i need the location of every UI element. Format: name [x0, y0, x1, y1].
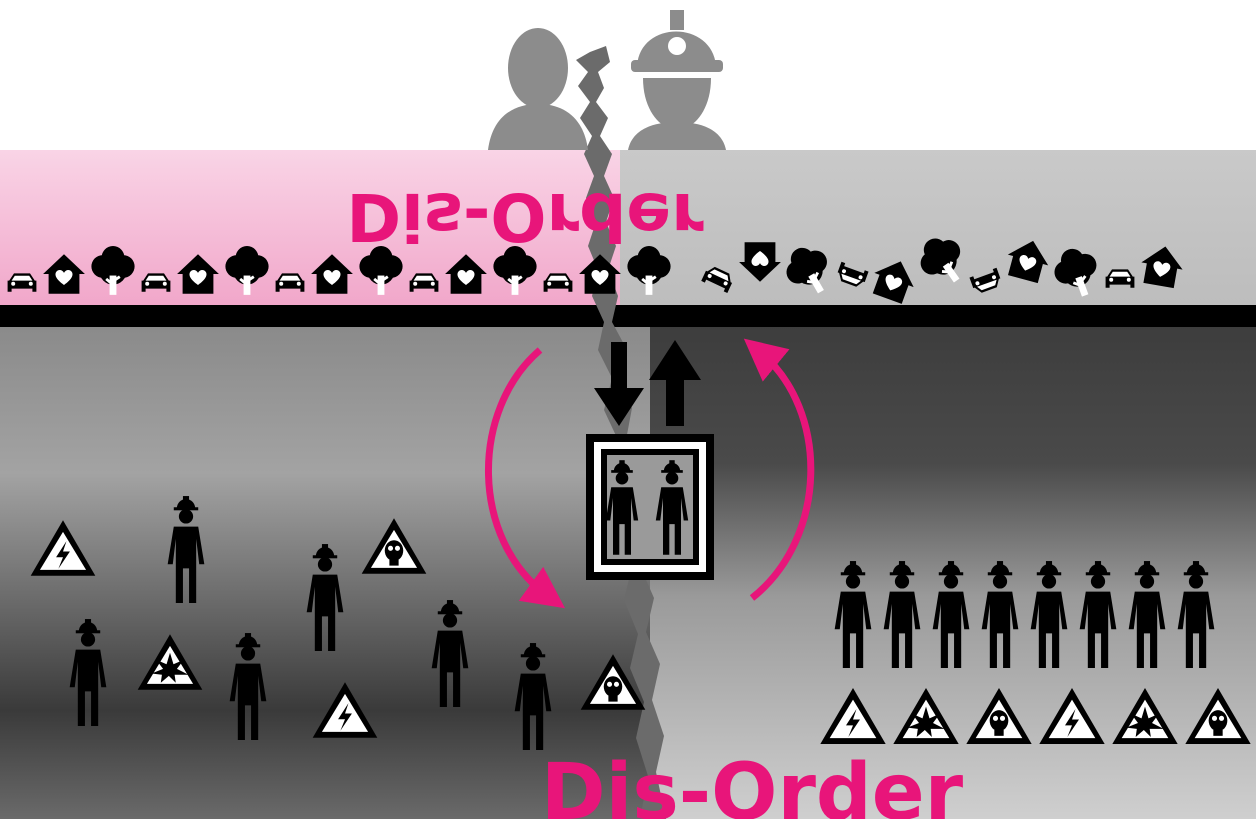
- top-title-mirrored-group: Dis-Order: [346, 178, 704, 255]
- elevator-icon: [586, 434, 714, 580]
- down-arrow-icon: [594, 342, 644, 426]
- top-title-mirrored: Dis-Order: [346, 178, 704, 255]
- up-arrow-icon: [649, 340, 701, 426]
- ground-line: [0, 305, 1256, 327]
- bottom-title: Dis-Order: [541, 748, 964, 819]
- person-head-icon: [488, 28, 588, 150]
- crack: [576, 46, 666, 819]
- miner-head-icon: [628, 10, 726, 150]
- cycle-arrow-icon: [485, 338, 815, 609]
